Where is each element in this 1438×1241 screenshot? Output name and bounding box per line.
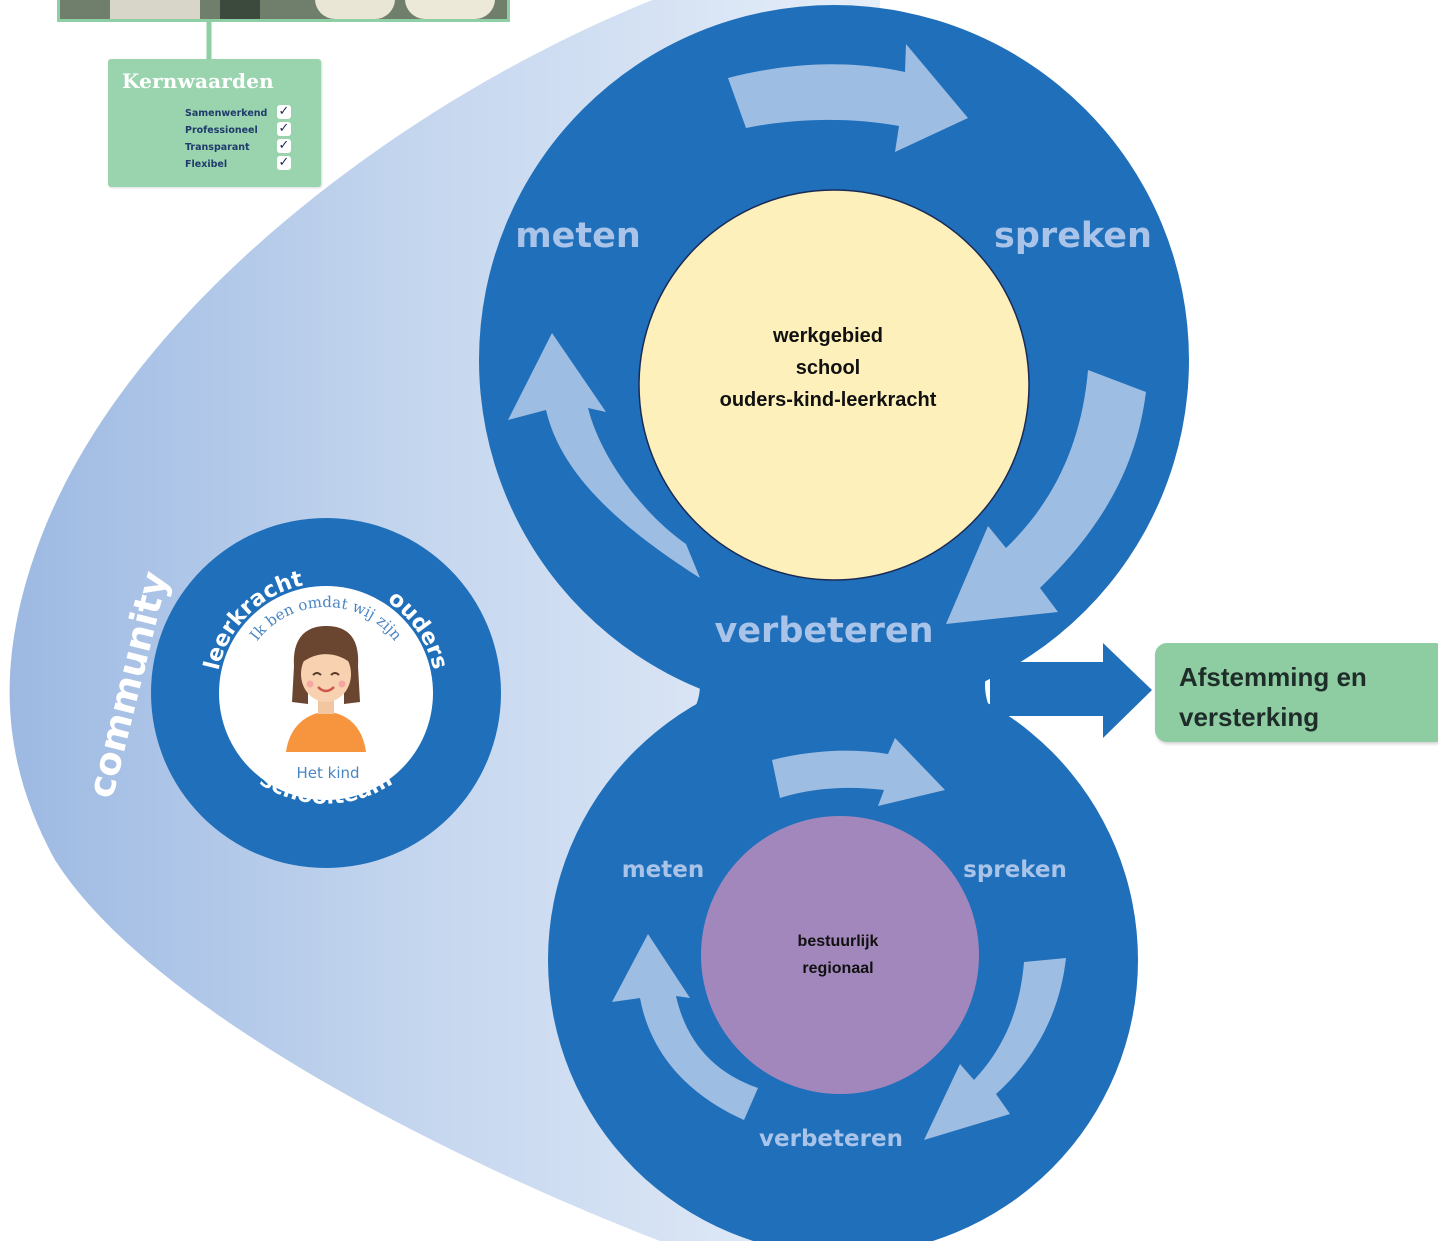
top-center-line-3: ouders-kind-leerkracht (720, 389, 937, 411)
cycle-waist (640, 600, 1040, 760)
bottom-label-spreken: spreken (963, 857, 1067, 883)
top-arrow-right (728, 44, 968, 152)
kernwaarden-item-label: Flexibel (185, 159, 228, 170)
photo-stripe (315, 0, 395, 19)
top-label-meten: meten (515, 216, 641, 256)
child-illustration-icon (286, 626, 366, 752)
top-arrow-down (946, 370, 1146, 624)
child-center-label: Het kind (296, 764, 359, 782)
bottom-label-meten: meten (622, 857, 705, 883)
bottom-center-circle (701, 816, 979, 1094)
kernwaarden-item: Transparant ✓ (185, 139, 295, 156)
kernwaarden-item-label: Samenwerkend (185, 108, 268, 119)
bottom-center-line-1: bestuurlijk (798, 933, 879, 950)
checkmark-icon: ✓ (277, 155, 291, 170)
top-label-verbeteren: verbeteren (715, 611, 934, 651)
result-arrow (990, 643, 1152, 738)
checkmark-icon: ✓ (277, 104, 291, 119)
checkmark-icon: ✓ (277, 138, 291, 153)
top-arrow-up (508, 333, 700, 578)
photo-stripe (220, 0, 260, 19)
top-center-line-1: werkgebied (772, 325, 883, 347)
top-label-spreken: spreken (994, 216, 1152, 256)
bottom-arrow-down (924, 958, 1066, 1140)
photo-strip (57, 0, 510, 22)
kernwaarden-card: Kernwaarden Samenwerkend ✓ Professioneel ✓… (108, 59, 321, 187)
photo-stripe (405, 0, 495, 19)
bottom-center-line-2: regionaal (802, 960, 873, 977)
result-line-2: versterking (1179, 702, 1320, 732)
bottom-arrow-up (612, 934, 758, 1120)
checkmark-icon: ✓ (277, 121, 291, 136)
kernwaarden-item: Samenwerkend ✓ (185, 105, 295, 122)
kernwaarden-item: Professioneel ✓ (185, 122, 295, 139)
kernwaarden-title: Kernwaarden (122, 69, 274, 93)
result-line-1: Afstemming en (1179, 662, 1367, 692)
top-center-circle (638, 189, 1030, 581)
kernwaarden-item-label: Transparant (185, 142, 250, 153)
bottom-arrow-right (772, 738, 945, 806)
kernwaarden-list: Samenwerkend ✓ Professioneel ✓ Transparant… (185, 105, 295, 173)
kernwaarden-item-label: Professioneel (185, 125, 258, 136)
top-center-line-2: school (796, 357, 860, 379)
photo-stripe (110, 0, 200, 19)
kernwaarden-item: Flexibel ✓ (185, 156, 295, 173)
result-text: Afstemming en versterking (1179, 657, 1367, 737)
result-box: Afstemming en versterking (1155, 643, 1438, 742)
bottom-label-verbeteren: verbeteren (759, 1126, 903, 1152)
